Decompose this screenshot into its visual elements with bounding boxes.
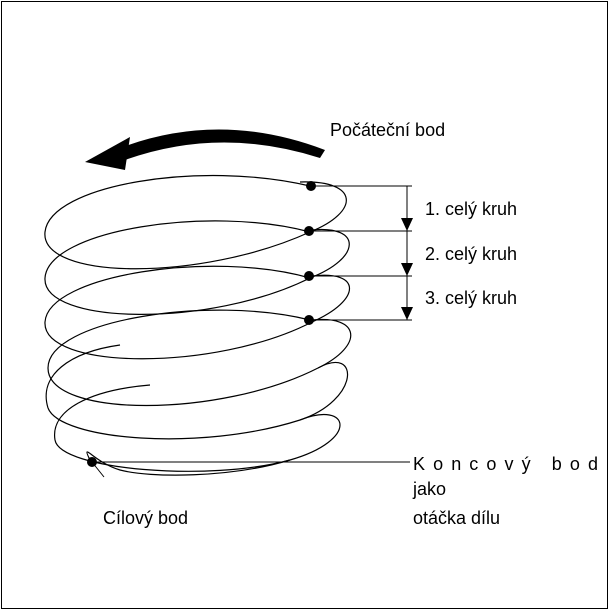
circle-1-label: 1. celý kruh <box>425 199 517 219</box>
end-point-label-line1: Koncový bod <box>413 454 598 474</box>
circle-2-label: 2. celý kruh <box>425 244 517 264</box>
circle-3-label: 3. celý kruh <box>425 288 517 308</box>
helix-spiral <box>44 174 352 476</box>
dimension-lines <box>91 185 413 478</box>
end-point-label-line2: jako <box>412 479 446 499</box>
target-point-label: Cílový bod <box>103 508 188 528</box>
helix-points <box>87 181 316 467</box>
end-point-label-line3: otáčka dílu <box>413 508 500 528</box>
start-point-label: Počáteční bod <box>330 120 445 140</box>
rotation-arrow <box>85 129 325 170</box>
